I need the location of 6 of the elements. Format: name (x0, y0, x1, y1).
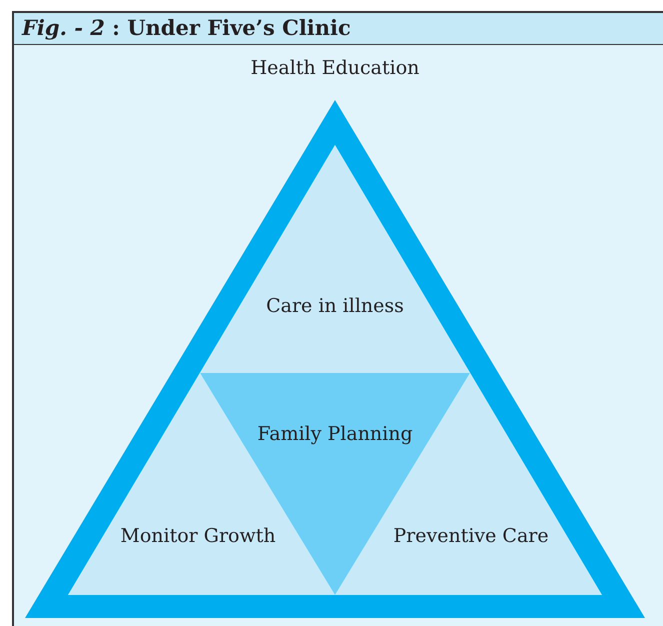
section-label: Care in illness (265, 295, 405, 317)
section-label: Monitor Growth (119, 525, 277, 547)
figure-title: Fig. - 2 : Under Five’s Clinic (12, 11, 663, 45)
section-label: Preventive Care (392, 525, 550, 547)
triangle-heading: Health Education (250, 57, 420, 79)
section-label: Family Planning (256, 423, 414, 445)
